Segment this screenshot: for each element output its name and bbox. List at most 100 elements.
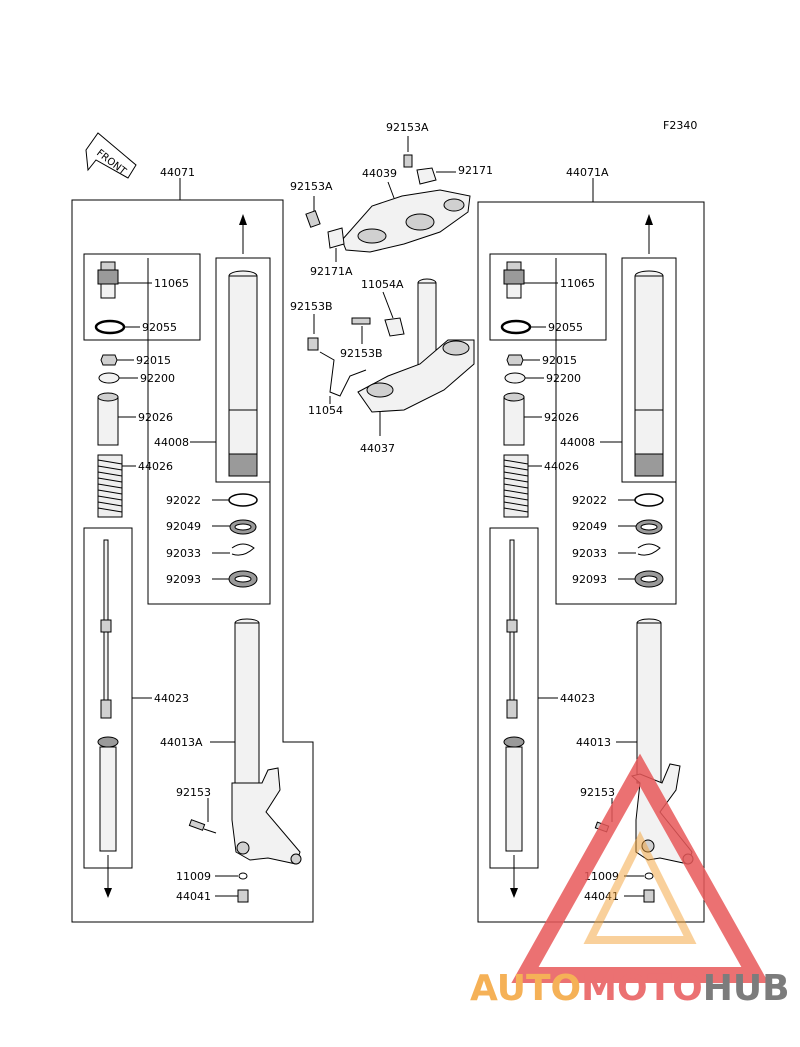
right-nut-label: 92015	[542, 354, 577, 367]
watermark-triangle	[511, 753, 769, 983]
left-spring	[97, 454, 123, 518]
left-spring-label: 44026	[138, 460, 173, 473]
left-gasket	[238, 872, 248, 880]
left-ring	[228, 493, 258, 507]
center-stem-bracket	[384, 317, 405, 337]
right-damper-cylinder	[505, 746, 523, 852]
right-cap-box	[489, 253, 607, 341]
left-frame	[71, 199, 314, 923]
center-stem-bracket-label: 11054A	[361, 278, 404, 291]
watermark-moto: MOTO	[581, 968, 703, 1009]
right-outer-tube-label: 44013	[576, 736, 611, 749]
left-circlip-label: 92033	[166, 547, 201, 560]
left-circlip	[231, 543, 255, 556]
right-spring-label: 44026	[544, 460, 579, 473]
left-cap-top	[100, 261, 116, 271]
right-bolt-label: 92153	[580, 786, 615, 799]
left-washer-label: 92200	[140, 372, 175, 385]
steering-stem-assembly: 92153A 92171 44039 92153A 92171A 11054A …	[290, 121, 493, 455]
center-lower-bracket-arm	[319, 351, 367, 397]
left-nut-label: 92015	[136, 354, 171, 367]
center-top-plate	[416, 167, 437, 185]
left-inner-tube-frame	[215, 257, 271, 483]
right-damper-rod	[509, 539, 515, 621]
right-ring	[634, 493, 664, 507]
left-cap-box	[83, 253, 201, 341]
right-drain-bolt	[643, 889, 655, 903]
right-fork-assembly: 44071A 11065 92055 92015 92200 92026 440…	[477, 166, 705, 923]
right-washer-label: 92200	[546, 372, 581, 385]
left-outer-tube	[234, 622, 260, 784]
right-circlip-label: 92033	[572, 547, 607, 560]
center-bolt-left-label: 92153A	[290, 180, 333, 193]
right-ring-label: 92022	[572, 494, 607, 507]
left-ring-label: 92022	[166, 494, 201, 507]
right-oring-label: 92055	[548, 321, 583, 334]
left-axle-bracket	[231, 767, 301, 865]
left-fork-assembly: 44071 11065 92055 92015 92200 92026	[71, 166, 314, 923]
left-damper-cylinder	[99, 746, 117, 852]
left-oring-label: 92055	[142, 321, 177, 334]
right-inner-tube	[634, 275, 664, 455]
left-damper-rod	[103, 539, 109, 621]
right-dust-seal-label: 92093	[572, 573, 607, 586]
left-bolt	[188, 819, 217, 834]
left-outer-tube-label: 44013A	[160, 736, 203, 749]
left-gasket-label: 11009	[176, 870, 211, 883]
right-inner-tube-label: 44008	[560, 436, 595, 449]
left-oil-seal-label: 92049	[166, 520, 201, 533]
right-assembly-label: 44071A	[566, 166, 609, 179]
right-spring	[503, 454, 529, 518]
left-dust-seal-label: 92093	[166, 573, 201, 586]
center-plate-label: 92171	[458, 164, 493, 177]
right-circlip	[637, 543, 661, 556]
left-damper-cylinder-top	[97, 736, 119, 748]
watermark-text: AUTOMOTOHUB	[470, 968, 790, 1009]
left-assembly-label: 44071	[160, 166, 195, 179]
left-washer	[98, 372, 120, 384]
left-cap-label: 11065	[154, 277, 189, 290]
right-cap-label: 11065	[560, 277, 595, 290]
watermark-hub: HUB	[703, 968, 790, 1009]
center-bracket-label: 11054	[308, 404, 343, 417]
center-clamp	[327, 227, 345, 249]
right-frame	[477, 201, 705, 923]
center-clamp-label: 92171A	[310, 265, 353, 278]
right-gasket	[644, 872, 654, 880]
center-stem-bolt-2-label: 92153B	[290, 300, 333, 313]
left-bolt-label: 92153	[176, 786, 211, 799]
center-left-bolt	[305, 210, 321, 228]
center-top-bolt	[403, 154, 413, 168]
right-damper-label: 44023	[560, 692, 595, 705]
watermark-auto: AUTO	[470, 968, 581, 1009]
left-cap	[97, 269, 119, 285]
center-stem-bolt	[351, 317, 371, 325]
center-lower-bracket-label: 44037	[360, 442, 395, 455]
left-oring	[94, 319, 126, 335]
left-drain-bolt	[237, 889, 249, 903]
right-spacer	[503, 396, 525, 446]
right-nut	[506, 354, 524, 366]
center-bolt-top-label: 92153A	[386, 121, 429, 134]
left-damper-label: 44023	[154, 692, 189, 705]
right-washer	[504, 372, 526, 384]
left-spacer	[97, 396, 119, 446]
right-oil-seal-label: 92049	[572, 520, 607, 533]
figure-code: F2340	[663, 119, 697, 132]
left-drain-bolt-label: 44041	[176, 890, 211, 903]
center-bolt-2	[307, 337, 319, 351]
right-oring	[500, 319, 532, 335]
right-inner-tube-frame	[621, 257, 677, 483]
left-inner-tube-label: 44008	[154, 436, 189, 449]
watermark-logo: AUTOMOTOHUB	[470, 753, 790, 1009]
left-spacer-label: 92026	[138, 411, 173, 424]
right-cap	[503, 269, 525, 285]
left-inner-tube	[228, 275, 258, 455]
left-nut	[100, 354, 118, 366]
right-spacer-label: 92026	[544, 411, 579, 424]
center-upper-bracket-label: 44039	[362, 167, 397, 180]
center-stem-bolt-label: 92153B	[340, 347, 383, 360]
right-gasket-label: 11009	[584, 870, 619, 883]
